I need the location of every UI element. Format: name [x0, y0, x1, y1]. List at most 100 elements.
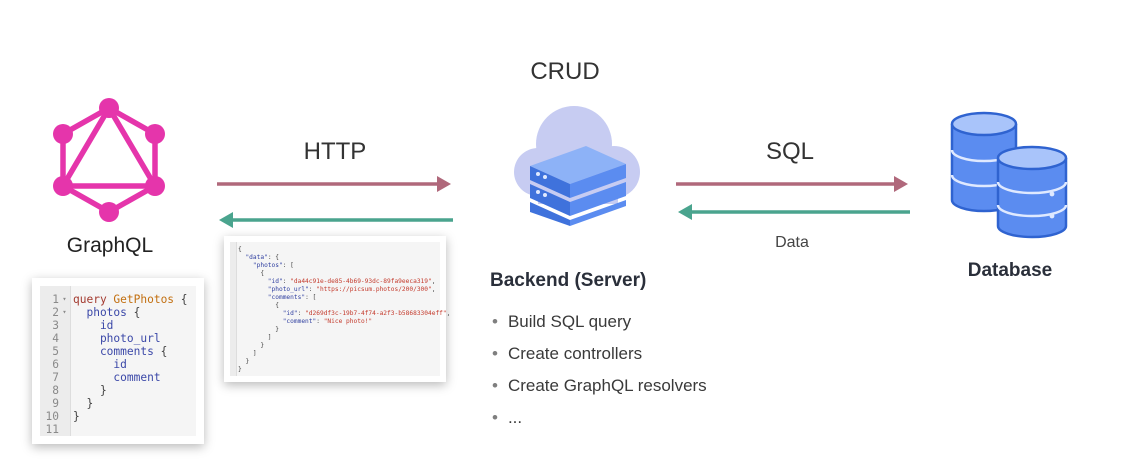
json-token: { — [238, 302, 279, 309]
json-token: : [ — [282, 262, 294, 269]
code-token: } — [73, 410, 80, 423]
json-token: } — [238, 366, 242, 373]
backend-task-item: Create controllers — [492, 338, 707, 370]
query-code-line: 8 } — [40, 384, 188, 397]
query-code-line: 1▾query GetPhotos { — [40, 293, 188, 306]
fold-marker-icon — [59, 319, 70, 332]
code-token: id — [73, 358, 127, 371]
line-number: 2 — [52, 306, 59, 319]
response-code-line: "photo_url": "https://picsum.photos/200/… — [238, 286, 450, 294]
query-code-line: 4 photo_url — [40, 332, 188, 345]
fold-marker-icon — [59, 332, 70, 345]
graphql-label: GraphQL — [66, 234, 154, 257]
json-token: "photo_url" — [238, 286, 309, 293]
backend-task-item: ... — [492, 402, 707, 434]
json-token: : — [282, 278, 291, 285]
json-token: : — [297, 310, 306, 317]
json-token: "id" — [238, 310, 298, 317]
fold-marker-icon — [59, 397, 70, 410]
json-token: "d269df3c-19b7-4f74-a2f3-b58683304eff" — [305, 310, 447, 317]
query-code-line: 2▾ photos { — [40, 306, 188, 319]
query-code-line: 7 comment — [40, 371, 188, 384]
json-token: ] — [238, 334, 272, 341]
line-number: 8 — [52, 384, 59, 397]
fold-marker-icon — [59, 358, 70, 371]
json-token: } — [238, 342, 265, 349]
query-code-line: 3 id — [40, 319, 188, 332]
response-code-line: "comments": [ — [238, 294, 450, 302]
json-token: } — [238, 326, 279, 333]
json-response-card: { "data": { "photos": [ { "id": "da44c91… — [224, 236, 450, 382]
fold-marker-icon: ▾ — [62, 308, 67, 316]
response-code-line: "photos": [ — [238, 262, 450, 270]
json-token: , — [431, 278, 436, 285]
fold-marker-icon — [59, 371, 70, 384]
backend-task-item: Create GraphQL resolvers — [492, 370, 707, 402]
query-code-line: 5 comments { — [40, 345, 188, 358]
response-code-line: } — [238, 366, 450, 374]
query-code-line: 6 id — [40, 358, 188, 371]
json-token: : { — [267, 254, 279, 261]
data-label: Data — [775, 234, 809, 251]
json-token: : [ — [305, 294, 317, 301]
json-token: "da44c91e-de85-4b69-93dc-89fa9eeca319" — [290, 278, 432, 285]
response-code-line: { — [238, 246, 450, 254]
line-number: 4 — [52, 332, 59, 345]
line-number: 5 — [52, 345, 59, 358]
fold-marker-icon: ▾ — [62, 295, 67, 303]
response-code-line: { — [238, 270, 450, 278]
json-token: "comment" — [238, 318, 317, 325]
json-token: "comments" — [238, 294, 306, 301]
http-response-arrow — [219, 212, 453, 228]
line-number: 6 — [52, 358, 59, 371]
database-icon — [950, 111, 1068, 239]
response-code-line: "comment": "Nice photo!" — [238, 318, 450, 326]
json-token: ] — [238, 350, 257, 357]
database-label: Database — [967, 260, 1053, 281]
code-token: GetPhotos — [106, 293, 175, 306]
response-code-line: } — [238, 342, 450, 350]
sql-label: SQL — [765, 138, 815, 165]
code-token: photos — [73, 306, 127, 319]
line-number: 11 — [45, 423, 59, 436]
json-token: "photos" — [238, 262, 283, 269]
json-token: "id" — [238, 278, 283, 285]
json-token: , — [431, 286, 436, 293]
fold-marker-icon — [59, 345, 70, 358]
code-token: } — [73, 397, 94, 410]
fold-marker-icon — [59, 423, 70, 436]
query-code-line: 10} — [40, 410, 188, 423]
code-token: photo_url — [73, 332, 161, 345]
response-code-line: } — [238, 326, 450, 334]
backend-task-item: Build SQL query — [492, 306, 707, 338]
fold-marker-icon — [59, 410, 70, 423]
http-request-arrow — [217, 176, 451, 192]
code-token: { — [153, 345, 168, 358]
graphql-logo-icon — [53, 98, 165, 222]
crud-label: CRUD — [530, 58, 600, 85]
code-token: { — [126, 306, 141, 319]
code-token: comments — [73, 345, 154, 358]
fold-marker-icon — [59, 384, 70, 397]
line-number: 7 — [52, 371, 59, 384]
json-token: "https://picsum.photos/200/300" — [316, 286, 432, 293]
json-token: } — [238, 358, 250, 365]
response-code-line: "id": "d269df3c-19b7-4f74-a2f3-b58683304… — [238, 310, 451, 318]
response-code-line: { — [238, 302, 450, 310]
backend-task-list: Build SQL queryCreate controllersCreate … — [492, 306, 707, 434]
json-token: { — [238, 246, 242, 253]
data-response-arrow — [678, 204, 910, 220]
code-token: } — [73, 384, 107, 397]
code-token: { — [174, 293, 188, 306]
json-token: : — [316, 318, 324, 325]
json-response-editor: { "data": { "photos": [ { "id": "da44c91… — [230, 242, 450, 376]
line-number: 9 — [52, 397, 59, 410]
json-token: { — [238, 270, 265, 277]
json-token: : — [308, 286, 317, 293]
http-label: HTTP — [303, 138, 367, 165]
response-code-line: "id": "da44c91e-de85-4b69-93dc-89fa9eeca… — [238, 278, 450, 286]
response-code-line: ] — [238, 334, 450, 342]
